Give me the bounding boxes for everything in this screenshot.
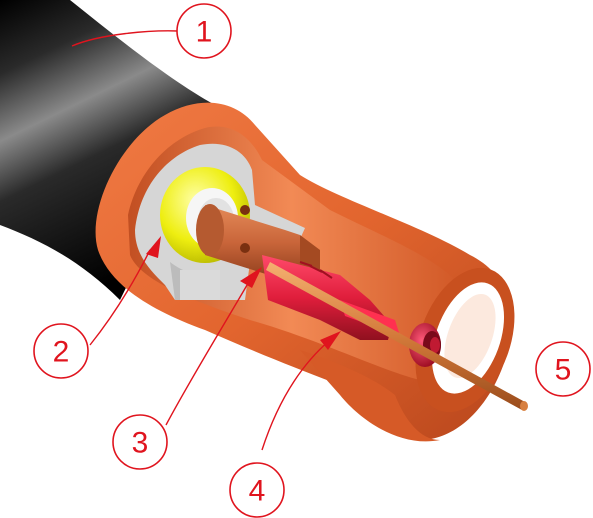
leader-3 (165, 279, 251, 426)
svg-text:3: 3 (132, 427, 149, 460)
leader-lines (71, 30, 331, 451)
leader-arrows (146, 236, 341, 350)
leader-2 (89, 249, 151, 346)
center-wire (266, 262, 528, 411)
callout-2: 2 (33, 323, 89, 379)
svg-text:1: 1 (196, 16, 213, 49)
leader-4 (261, 339, 331, 451)
svg-text:2: 2 (53, 336, 70, 369)
svg-text:5: 5 (555, 354, 572, 387)
arrow-4 (320, 331, 341, 350)
outer-jacket (0, 0, 215, 300)
callout-4: 4 (229, 462, 285, 518)
callout-1: 1 (176, 3, 232, 59)
leader-1 (71, 30, 179, 47)
arrow-3 (240, 267, 262, 288)
arrow-2 (146, 236, 161, 258)
callout-3: 3 (112, 414, 168, 470)
callout-5: 5 (535, 341, 591, 397)
svg-text:4: 4 (249, 475, 266, 508)
